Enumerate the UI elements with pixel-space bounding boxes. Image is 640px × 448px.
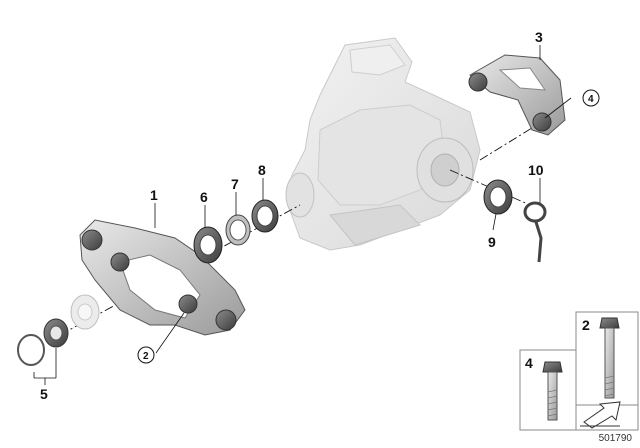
panel-label-4: 4 xyxy=(525,355,533,371)
hardware-panels xyxy=(519,311,639,431)
callout-9: 9 xyxy=(488,234,496,250)
part-8-seal xyxy=(251,199,279,233)
part-1-carrier-bracket xyxy=(79,219,246,336)
part-9-seal xyxy=(483,179,513,215)
circled-ref-2: 2 xyxy=(137,346,155,364)
callout-3: 3 xyxy=(535,29,543,45)
part-7-shim xyxy=(225,214,251,246)
callout-7: 7 xyxy=(231,176,239,192)
part-3-upper-mount xyxy=(468,54,566,136)
callout-5: 5 xyxy=(40,386,48,402)
bolt-part-4 xyxy=(542,361,563,421)
callout-6: 6 xyxy=(200,189,208,205)
leader-lines xyxy=(33,45,572,385)
bolt-part-2 xyxy=(599,317,620,399)
circled-ref-4-label: 4 xyxy=(588,94,594,105)
differential-housing xyxy=(285,37,481,251)
circled-ref-4: 4 xyxy=(582,89,600,107)
ghost-bushing xyxy=(70,294,100,330)
part-5-bushing xyxy=(43,318,69,348)
panel-label-2: 2 xyxy=(582,317,590,333)
document-id: 501790 xyxy=(598,433,632,444)
callout-1: 1 xyxy=(150,187,158,203)
callout-10: 10 xyxy=(528,162,544,178)
callout-8: 8 xyxy=(258,162,266,178)
part-6-seal xyxy=(193,226,223,264)
part-10-clip xyxy=(523,201,547,263)
circled-ref-2-label: 2 xyxy=(143,351,149,362)
part-5-ring xyxy=(17,334,45,366)
arrow-icon xyxy=(580,401,621,429)
